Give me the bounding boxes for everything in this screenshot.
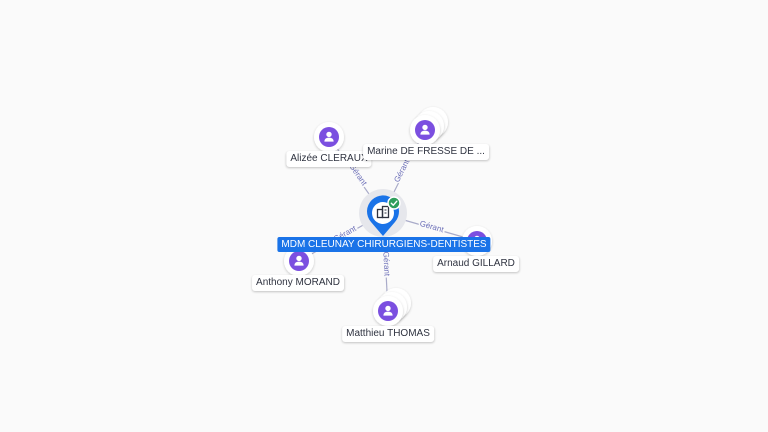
company-node[interactable] bbox=[359, 189, 407, 237]
edge-label-arnaud: Gérant bbox=[419, 219, 446, 235]
person-node-alizee[interactable] bbox=[314, 122, 344, 152]
person-name-label-matthieu[interactable]: Matthieu THOMAS bbox=[342, 326, 434, 342]
person-name-label-alizee[interactable]: Alizée CLERAUX bbox=[286, 151, 372, 167]
check-icon bbox=[387, 196, 401, 210]
person-node-matthieu[interactable] bbox=[373, 288, 411, 326]
edge-label-marine: Gérant bbox=[392, 157, 411, 184]
person-name-label-arnaud[interactable]: Arnaud GILLARD bbox=[433, 256, 519, 272]
person-node-anthony[interactable] bbox=[284, 246, 314, 276]
building-icon bbox=[376, 205, 390, 219]
person-node-marine[interactable] bbox=[410, 107, 448, 145]
company-name-label[interactable]: MDM CLEUNAY CHIRURGIENS-DENTISTES bbox=[277, 237, 491, 252]
person-name-label-anthony[interactable]: Anthony MORAND bbox=[252, 275, 344, 291]
edge-label-matthieu: Gérant bbox=[381, 251, 391, 277]
person-name-label-marine[interactable]: Marine DE FRESSE DE ... bbox=[363, 144, 489, 160]
